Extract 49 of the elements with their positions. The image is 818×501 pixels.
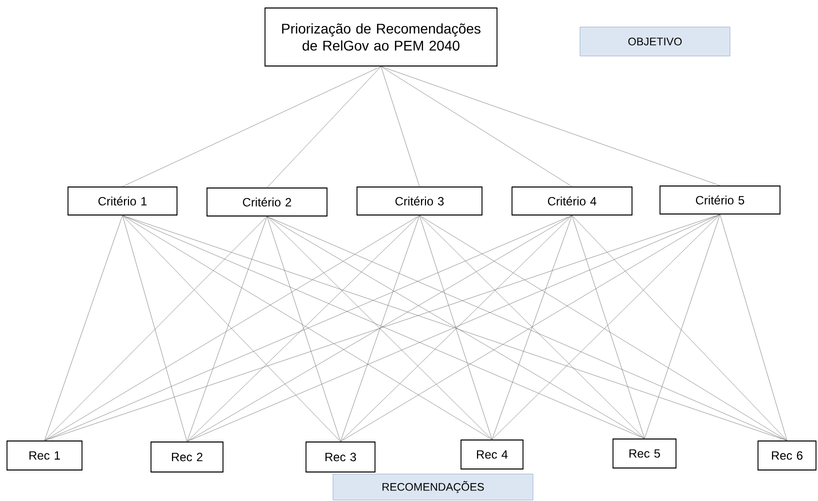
connector-line bbox=[44, 214, 720, 441]
connector-line bbox=[122, 215, 492, 440]
connector-line bbox=[380, 66, 572, 187]
connector-line bbox=[266, 216, 341, 442]
connector-line bbox=[122, 215, 188, 442]
criterion-box: Critério 4 bbox=[512, 186, 632, 216]
connector-line bbox=[380, 66, 720, 186]
connector-line bbox=[340, 214, 720, 442]
connector-line bbox=[340, 215, 420, 442]
connector-line bbox=[44, 216, 268, 441]
connector-line bbox=[572, 215, 645, 439]
connector-line bbox=[44, 215, 572, 441]
recommendation-box: Rec 3 bbox=[306, 442, 376, 472]
connector-line bbox=[266, 66, 382, 188]
connector-line bbox=[419, 215, 645, 439]
connector-line bbox=[122, 215, 788, 441]
connector-line bbox=[644, 214, 720, 439]
recommendation-box: Rec 5 bbox=[612, 438, 676, 468]
connector-line bbox=[44, 215, 123, 441]
connector-line bbox=[720, 214, 788, 441]
connector-line bbox=[266, 216, 645, 439]
criterion-box: Critério 2 bbox=[206, 188, 328, 216]
connector-line bbox=[186, 215, 420, 442]
connector-line bbox=[572, 215, 788, 441]
level-label-box: OBJETIVO bbox=[580, 26, 730, 56]
level-label-box: RECOMENDAÇÕES bbox=[332, 474, 534, 500]
criterion-box: Critério 1 bbox=[68, 186, 178, 216]
criterion-box: Critério 3 bbox=[356, 186, 482, 216]
connector-line bbox=[186, 215, 572, 442]
connector-line bbox=[266, 216, 788, 441]
connector-line bbox=[419, 215, 788, 441]
recommendation-box: Rec 4 bbox=[460, 440, 524, 470]
recommendation-box: Rec 6 bbox=[758, 440, 816, 470]
connector-line bbox=[186, 216, 268, 442]
connector-line bbox=[122, 215, 341, 442]
connector-line bbox=[44, 215, 420, 441]
connector-line bbox=[340, 215, 572, 442]
connector-line bbox=[122, 215, 645, 439]
connector-line bbox=[122, 66, 382, 187]
connector-line bbox=[492, 215, 572, 440]
connector-line bbox=[492, 214, 720, 440]
criterion-box: Critério 5 bbox=[660, 186, 780, 214]
recommendation-box: Rec 1 bbox=[6, 440, 82, 470]
connector-line bbox=[266, 216, 492, 440]
connector-line bbox=[419, 215, 492, 440]
goal-box: Priorização de Recomendações de RelGov ao PEM 2040 bbox=[264, 8, 498, 66]
recommendation-box: Rec 2 bbox=[150, 442, 224, 472]
connector-line bbox=[380, 66, 420, 187]
connector-line bbox=[186, 214, 720, 442]
